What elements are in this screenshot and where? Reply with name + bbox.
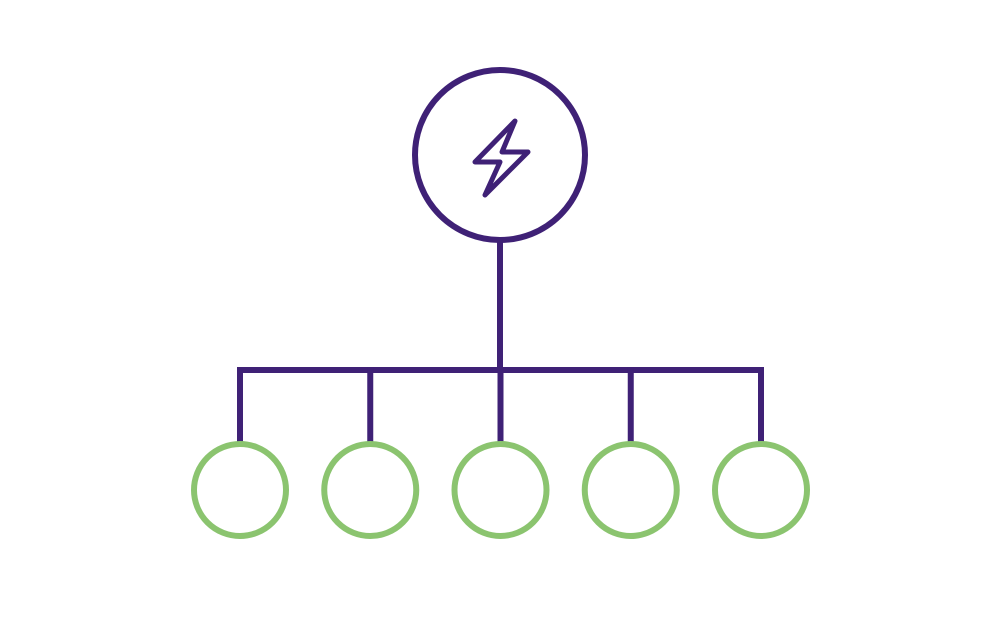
child-nodes [191,441,810,539]
lightning-bolt-icon [472,118,531,198]
root-node [412,67,588,243]
child-node-1 [191,441,289,539]
connector-lines [237,237,764,447]
child-node-3 [451,441,550,539]
child-node-5 [712,441,810,539]
child-node-2 [321,441,420,539]
root-circle [412,67,588,243]
child-node-4 [581,441,680,539]
